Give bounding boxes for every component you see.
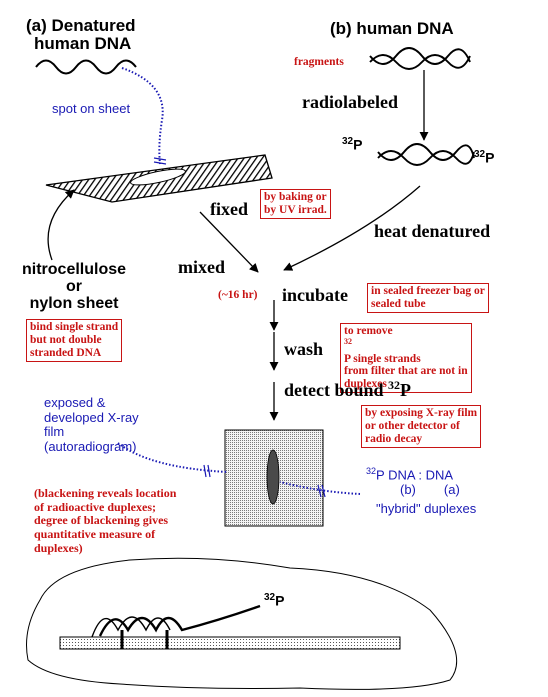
wash-note-post: P single strands <box>344 352 421 365</box>
mixed-label: mixed <box>178 257 225 277</box>
xray-film-line3: film <box>44 424 65 440</box>
incubate-note-line1: in sealed freezer bag or <box>371 285 485 297</box>
detect-note-line3: radio decay <box>365 432 423 445</box>
incubate-note: in sealed freezer bag or sealed tube <box>367 283 489 313</box>
wash-note-line2: from filter that are not in <box>344 365 468 378</box>
zoom-membrane <box>59 636 401 650</box>
detect-note-line2: or other detector of <box>365 419 460 432</box>
bind-note-line2: but not double <box>30 333 102 346</box>
wash-note-line3: duplexes <box>344 378 387 391</box>
incubate-note-line2: sealed tube <box>371 297 426 310</box>
detect-sup: 32 <box>388 378 401 392</box>
bottom-p32-sup: 32 <box>264 592 276 603</box>
zoom-outline <box>26 557 458 690</box>
blackening-note-line2: of radioactive duplexes; <box>34 499 156 514</box>
denatured-strand-a <box>35 59 137 75</box>
hybrid-row1-text: P DNA : DNA <box>376 467 454 483</box>
p32-left-main: P <box>353 136 363 153</box>
fixed-label: fixed <box>210 199 248 219</box>
detect-note: by exposing X-ray film or other detector… <box>361 405 482 448</box>
wash-note-line1: to remove 32 P single strands <box>344 325 468 365</box>
labeled-dna <box>377 143 475 166</box>
autoradiogram-band <box>266 449 280 505</box>
hybrid-sup: 32 <box>366 466 377 476</box>
p32-right-sup: 32 <box>474 149 486 160</box>
p32-left-label: 32P <box>342 136 363 153</box>
arrow-fixed <box>199 211 259 273</box>
bottom-p32-label: 32P <box>264 592 285 609</box>
membrane-pointer <box>47 189 75 261</box>
panel-b-title: (b) human DNA <box>330 19 454 38</box>
spot-pointer <box>121 67 164 165</box>
bottom-p32-main: P <box>275 592 285 609</box>
zoom-bound-strand <box>91 616 171 638</box>
p32-left-sup: 32 <box>342 136 354 147</box>
heat-denatured-label: heat denatured <box>374 221 491 241</box>
blackening-note-line5: duplexes) <box>34 540 83 555</box>
xray-film-line1: exposed & <box>44 395 106 410</box>
xray-film-label: exposed & developed X-ray film (autoradi… <box>44 395 139 454</box>
membrane-spot <box>130 168 186 186</box>
incubate-label: incubate <box>282 285 349 305</box>
membrane-label-line1: nitrocellulose <box>22 261 127 278</box>
wash-note: to remove 32 P single strands from filter… <box>340 323 472 394</box>
zoom-probe-strand <box>98 604 261 637</box>
blackening-note-line3: degree of blackening gives <box>34 513 169 528</box>
fixed-note: by baking or by UV irrad. <box>260 189 331 219</box>
blackening-note-line1: (blackening reveals location <box>34 486 177 500</box>
blackening-note: (blackening reveals location of radioact… <box>34 486 177 555</box>
fixed-note-line1: by baking or <box>264 191 327 203</box>
film-pointer <box>117 442 229 473</box>
panel-a-title: (a) Denatured human DNA <box>26 17 136 53</box>
hybrid-row2-b: (b) <box>400 481 416 497</box>
xray-film-line4: (autoradiogram) <box>44 438 137 454</box>
detect-text: detect bound <box>284 380 389 400</box>
dna-fragment-b <box>369 47 471 70</box>
wash-label: wash <box>284 339 324 359</box>
wash-note-sup: 32 <box>344 336 352 346</box>
hybrid-pointer <box>279 481 361 495</box>
hybrid-row1: 32P DNA : DNA <box>366 466 476 483</box>
radiolabeled-label: radiolabeled <box>302 92 399 112</box>
spot-on-sheet-label: spot on sheet <box>52 101 131 116</box>
detect-main: P <box>400 380 412 400</box>
fixed-note-line2: by UV irrad. <box>264 203 327 216</box>
hybrid-row2: (b) (a) <box>400 483 476 497</box>
p32-right-main: P <box>485 149 495 166</box>
fragments-label: fragments <box>294 56 344 68</box>
detect-note-line1: by exposing X-ray film <box>365 407 478 419</box>
membrane-label-line2: or <box>66 277 83 295</box>
hybrid-row2-a: (a) <box>443 481 460 497</box>
panel-a-title-line1: (a) Denatured <box>26 16 136 35</box>
bind-note-line1: bind single strand <box>30 321 119 333</box>
incubate-time-label: (~16 hr) <box>218 289 258 301</box>
hybrid-label: 32P DNA : DNA (b) (a) "hybrid" duplexes <box>366 466 477 516</box>
detect-label: detect bound 32P <box>284 379 411 400</box>
membrane-label: nitrocellulose or nylon sheet <box>22 261 127 312</box>
bind-note: bind single strand but not double strand… <box>26 319 123 362</box>
p32-right-label: 32P <box>474 149 495 166</box>
blackening-note-line4: quantitative measure of <box>34 527 156 542</box>
wash-note-pre: to remove <box>344 325 393 337</box>
hybrid-row3: "hybrid" duplexes <box>376 500 477 516</box>
panel-a-title-line2: human DNA <box>34 33 132 53</box>
xray-film-line2: developed X-ray <box>44 409 139 425</box>
membrane-label-line3: nylon sheet <box>29 294 119 312</box>
arrow-heat-denatured <box>283 185 421 271</box>
bind-note-line3: stranded DNA <box>30 346 102 359</box>
